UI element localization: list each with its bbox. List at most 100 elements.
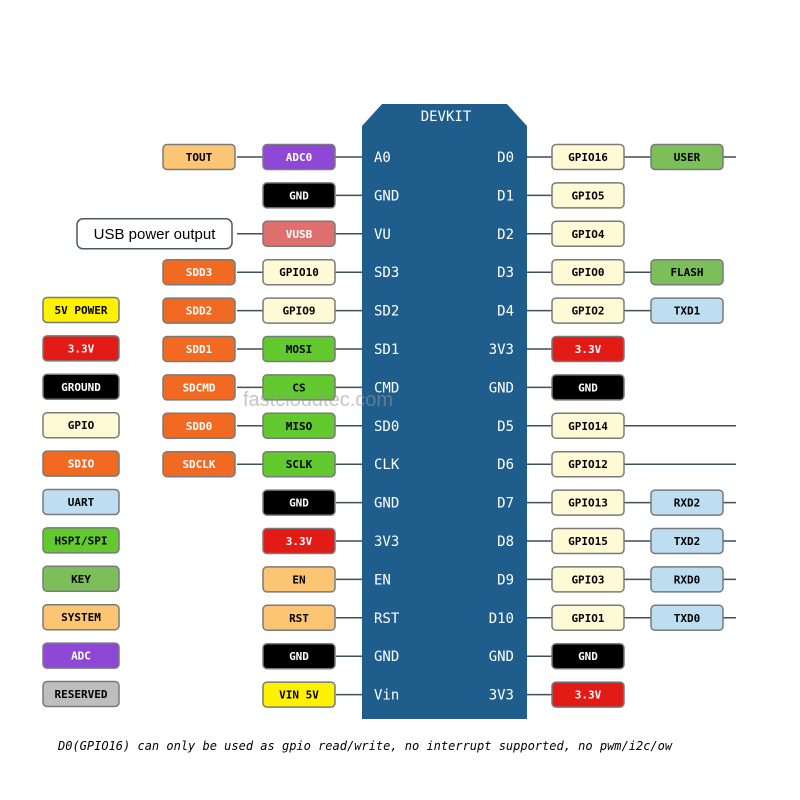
legend-hspi-spi-bg (42, 527, 120, 554)
pin-right-gpio5-1: GPIO5 (551, 182, 625, 209)
board-pin-right-d8-10: D8 (497, 534, 514, 550)
legend-5v-power-label: 5V POWER (55, 304, 108, 317)
legend-hspi-spi: HSPI/SPI (42, 527, 120, 554)
pin-left-gpio9-4-bg (262, 297, 336, 324)
pin-right-gpio16-0-bg (551, 143, 625, 171)
pin-right-gpio12-8-bg (551, 450, 625, 478)
board-pin-left-3v3-10: 3V3 (374, 534, 399, 550)
func-right-txd0-label: TXD0 (674, 612, 701, 625)
board-pin-right-d3-3: D3 (497, 265, 514, 281)
pin-left-rst-12: RST (262, 604, 336, 632)
board-pin-left-a0-0: A0 (374, 150, 391, 166)
pin-right-gpio13-9: GPIO13 (551, 489, 625, 516)
pin-left-gnd-1: GND (262, 182, 336, 209)
pin-right-gnd-6-label: GND (578, 381, 598, 394)
func-left-sdcmd-bg (162, 374, 236, 401)
pin-right-gpio4-2: GPIO4 (551, 220, 625, 248)
pin-right-gpio15-10: GPIO15 (551, 527, 625, 555)
func-right-flash-label: FLASH (670, 266, 703, 279)
board-pin-right-d0-0: D0 (497, 150, 514, 166)
legend-3-3v-label: 3.3V (68, 342, 95, 355)
pin-right-gpio12-8-label: GPIO12 (568, 458, 608, 471)
pin-left-gnd-1-label: GND (289, 189, 309, 202)
func-left-tout: TOUT (162, 143, 236, 171)
usb-power-output-label: USB power output (76, 218, 233, 250)
func-right-txd2: TXD2 (650, 527, 724, 555)
func-left-sdclk: SDCLK (162, 450, 236, 478)
pin-left-en-11-label: EN (292, 573, 305, 586)
legend-key: KEY (42, 565, 120, 593)
func-left-sdd3-bg (162, 258, 236, 286)
pin-left-vin-5v-14-label: VIN 5V (279, 689, 319, 702)
legend-reserved: RESERVED (42, 680, 120, 708)
legend-hspi-spi-label: HSPI/SPI (55, 534, 108, 547)
legend-gpio-bg (42, 411, 120, 439)
legend-5v-power: 5V POWER (42, 296, 120, 324)
legend: 5V POWER3.3VGROUNDGPIOSDIOUARTHSPI/SPIKE… (42, 296, 120, 708)
pin-left-vusb-2: VUSB (262, 220, 336, 248)
pin-right-gpio16-0: GPIO16 (551, 143, 625, 171)
pin-left-sclk-8: SCLK (262, 450, 336, 478)
board-pin-right-d5-7: D5 (497, 419, 514, 435)
board-pin-right-gnd-13: GND (489, 649, 514, 665)
func-left-sdd1: SDD1 (162, 335, 236, 363)
pin-right-gpio0-3-bg (551, 258, 625, 286)
pin-left-vin-5v-14: VIN 5V (262, 681, 336, 708)
pin-function-boxes: ADC0GNDVUSBGPIO10GPIO9MOSICSMISOSCLKGND3… (76, 143, 724, 708)
board-pin-right-3v3-5: 3V3 (489, 342, 514, 358)
devkit-board (362, 104, 527, 719)
pin-left-gpio10-3-label: GPIO10 (279, 266, 319, 279)
legend-ground-label: GROUND (61, 381, 101, 394)
legend-uart-bg (42, 488, 120, 516)
pin-left-adc0-0: ADC0 (262, 143, 336, 171)
func-left-sdd1-bg (162, 335, 236, 363)
pin-right-gpio13-9-bg (551, 489, 625, 516)
func-left-tout-bg (162, 143, 236, 171)
pin-left-gnd-13-bg (262, 642, 336, 670)
pin-left-vusb-2-label: VUSB (286, 228, 313, 241)
pin-right-gpio4-2-label: GPIO4 (571, 228, 604, 241)
board-pin-right-d4-4: D4 (497, 304, 514, 320)
func-right-txd2-label: TXD2 (674, 535, 701, 548)
pin-right-gnd-13: GND (551, 642, 625, 670)
legend-sdio: SDIO (42, 450, 120, 477)
pin-left-3-3v-10: 3.3V (262, 527, 336, 555)
board-pin-left-vu-2: VU (374, 227, 391, 243)
board-pin-left-sd0-7: SD0 (374, 419, 399, 435)
usb-power-output-bg (76, 218, 233, 250)
legend-gpio-label: GPIO (68, 419, 95, 432)
pin-right-gpio15-10-label: GPIO15 (568, 535, 608, 548)
pin-left-miso-7-bg (262, 412, 336, 440)
pin-right-gpio1-12-label: GPIO1 (571, 612, 604, 625)
pin-right-gpio4-2-bg (551, 220, 625, 248)
func-right-user: USER (650, 143, 724, 171)
legend-adc: ADC (42, 642, 120, 669)
legend-3-3v: 3.3V (42, 335, 120, 362)
pin-left-gnd-13-label: GND (289, 650, 309, 663)
board-pin-left-rst-12: RST (374, 611, 400, 627)
legend-key-label: KEY (71, 573, 91, 586)
pin-right-gnd-13-label: GND (578, 650, 598, 663)
pin-left-en-11-bg (262, 566, 336, 593)
usb-power-output-text: USB power output (94, 226, 217, 243)
board-pin-right-d9-11: D9 (497, 572, 514, 588)
func-left-sdd3-label: SDD3 (186, 266, 213, 279)
legend-3-3v-bg (42, 335, 120, 362)
func-right-user-label: USER (674, 151, 701, 164)
pin-left-mosi-5-bg (262, 335, 336, 363)
board-pin-right-3v3-14: 3V3 (489, 688, 514, 704)
func-right-rxd2-bg (650, 489, 724, 516)
pin-left-mosi-5-label: MOSI (286, 343, 313, 356)
board-pin-left-en-11: EN (374, 572, 391, 588)
pin-right-3-3v-5-label: 3.3V (575, 343, 602, 356)
legend-gpio: GPIO (42, 411, 120, 439)
legend-adc-bg (42, 642, 120, 669)
func-left-sdd0: SDD0 (162, 412, 236, 440)
pin-right-3-3v-14-label: 3.3V (575, 689, 602, 702)
pin-left-cs-6-label: CS (292, 381, 305, 394)
pin-left-sclk-8-label: SCLK (286, 458, 313, 471)
func-right-txd0: TXD0 (650, 604, 724, 632)
func-right-rxd2: RXD2 (650, 489, 724, 516)
pin-right-gpio13-9-label: GPIO13 (568, 497, 608, 510)
pin-right-gnd-6: GND (551, 374, 625, 401)
